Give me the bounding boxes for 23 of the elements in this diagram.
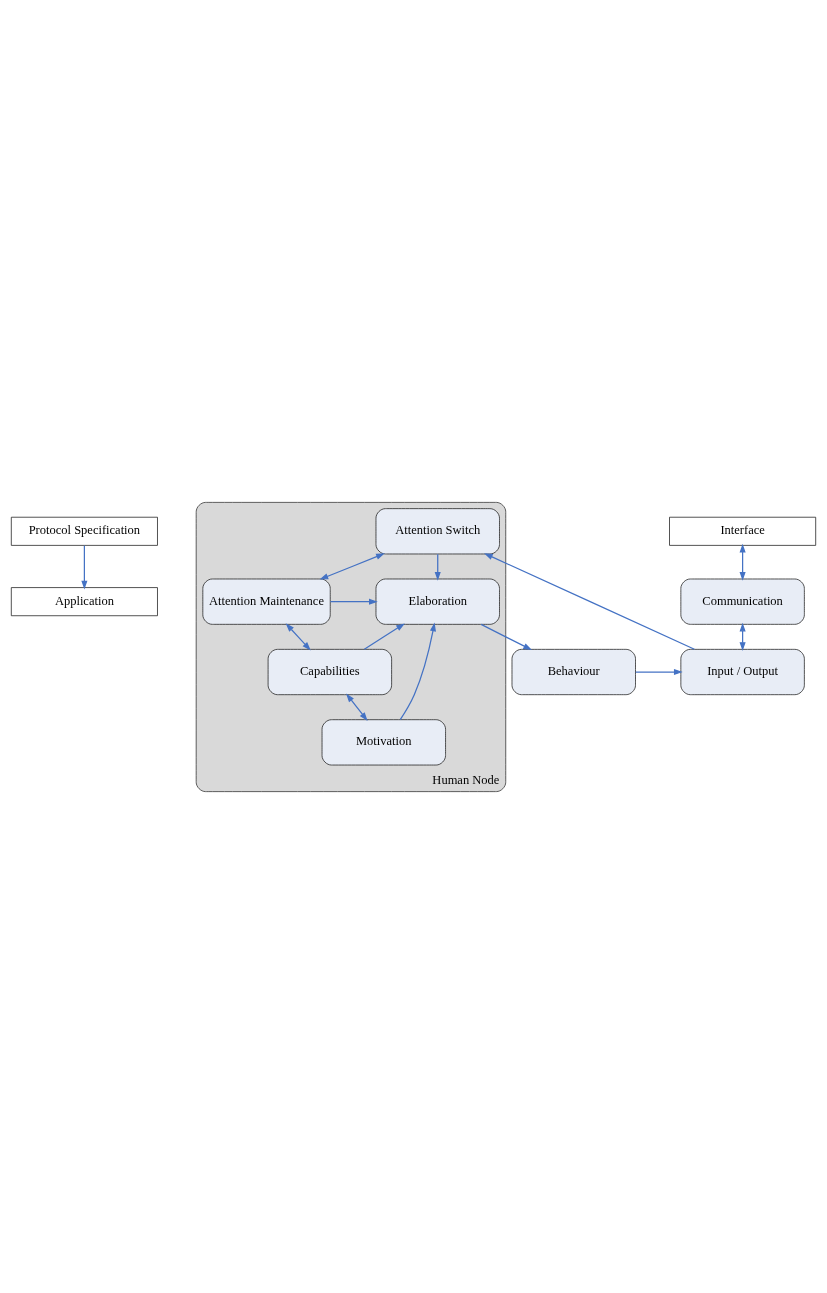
node-box: Attention Switch — [375, 507, 500, 554]
arrow — [319, 552, 385, 580]
arrow — [81, 544, 88, 589]
node-box: Behaviour — [511, 648, 636, 695]
arrow — [635, 668, 683, 675]
node-box: Interface — [669, 516, 817, 546]
arrow — [346, 692, 368, 721]
arrow — [480, 623, 532, 650]
node-box: Application — [10, 586, 158, 616]
node-box: Attention Maintenance — [202, 578, 331, 625]
arrow — [399, 622, 436, 720]
arrow — [739, 543, 746, 581]
node-box: Communication — [680, 578, 805, 625]
node-box: Input / Output — [680, 648, 805, 695]
arrow — [434, 553, 441, 581]
node-box: Motivation — [321, 718, 446, 765]
node-box: Capabilities — [267, 648, 392, 695]
arrow — [363, 622, 405, 650]
arrow — [484, 552, 696, 650]
node-box: Elaboration — [375, 578, 500, 625]
arrow — [329, 598, 378, 605]
arrow — [285, 622, 311, 650]
node-box: Protocol Specification — [10, 516, 158, 546]
